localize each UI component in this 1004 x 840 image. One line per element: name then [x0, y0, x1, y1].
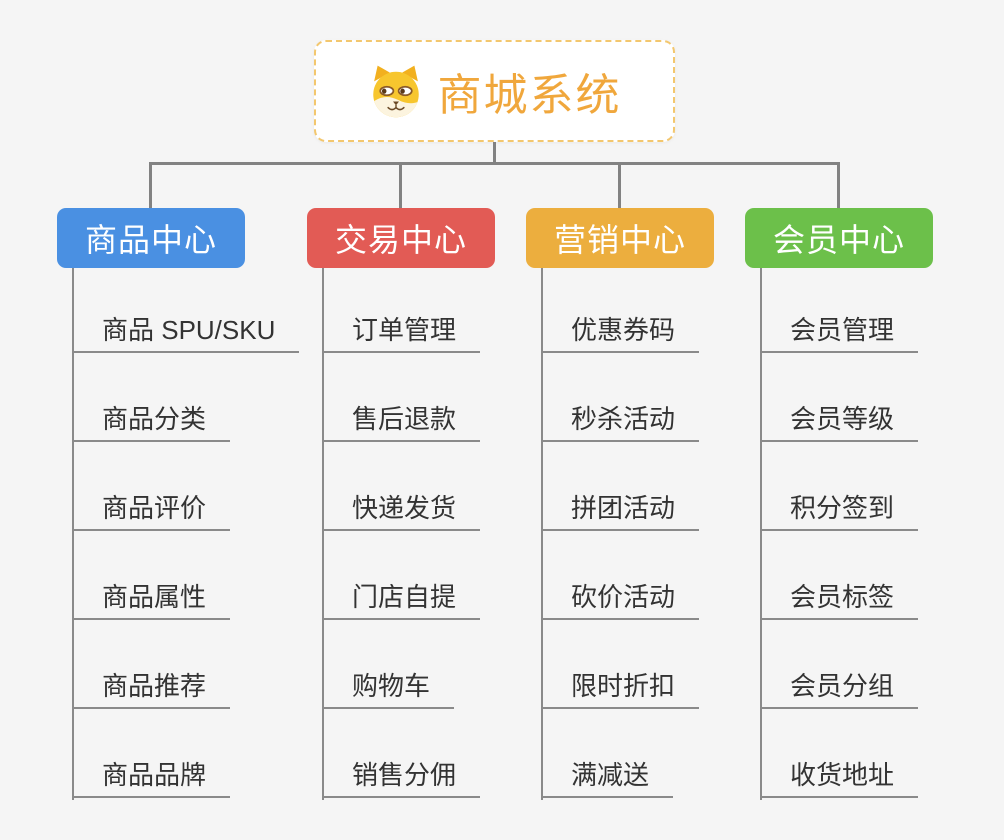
branch-header-trade-center[interactable]: 交易中心 [307, 208, 495, 268]
topic-item[interactable]: 订单管理 [322, 315, 481, 353]
topic-item[interactable]: 收货地址 [760, 760, 919, 798]
branch-trade-center: 交易中心 订单管理 售后退款 快递发货 门店自提 购物车 销售分佣 [307, 208, 557, 808]
branch-product-center: 商品中心 商品 SPU/SKU 商品分类 商品评价 商品属性 商品推荐 商品品牌 [57, 208, 307, 808]
topic-item[interactable]: 购物车 [322, 671, 455, 709]
topic-item[interactable]: 限时折扣 [541, 671, 700, 709]
topic-item[interactable]: 会员等级 [760, 404, 919, 442]
topic-item[interactable]: 会员标签 [760, 582, 919, 620]
topic-item[interactable]: 售后退款 [322, 404, 481, 442]
root-topic[interactable]: 商城系统 [314, 40, 675, 142]
branch-connector-line [541, 268, 543, 800]
topic-item[interactable]: 销售分佣 [322, 760, 481, 798]
connector-drop-member [837, 163, 840, 208]
topic-item[interactable]: 优惠券码 [541, 315, 700, 353]
branch-connector-line [322, 268, 324, 800]
connector-drop-trade [399, 163, 402, 208]
topic-item[interactable]: 秒杀活动 [541, 404, 700, 442]
topic-item[interactable]: 门店自提 [322, 582, 481, 620]
branch-connector-line [760, 268, 762, 800]
topic-item[interactable]: 商品品牌 [72, 760, 231, 798]
connector-root-drop [493, 142, 496, 165]
branch-header-member-center[interactable]: 会员中心 [745, 208, 933, 268]
branch-header-marketing-center[interactable]: 营销中心 [526, 208, 714, 268]
branch-member-center: 会员中心 会员管理 会员等级 积分签到 会员标签 会员分组 收货地址 [745, 208, 995, 808]
root-topic-title: 商城系统 [437, 71, 622, 120]
topic-item[interactable]: 会员分组 [760, 671, 919, 709]
branch-connector-line [72, 268, 74, 800]
topic-item[interactable]: 商品评价 [72, 493, 231, 531]
topic-item[interactable]: 商品分类 [72, 404, 231, 442]
topic-item[interactable]: 商品推荐 [72, 671, 231, 709]
topic-item[interactable]: 满减送 [541, 760, 674, 798]
topic-item[interactable]: 会员管理 [760, 315, 919, 353]
connector-rail [149, 162, 840, 165]
topic-item[interactable]: 快递发货 [322, 493, 481, 531]
topic-item[interactable]: 砍价活动 [541, 582, 700, 620]
dog-face-icon [372, 65, 419, 118]
topic-item[interactable]: 商品属性 [72, 582, 231, 620]
topic-item[interactable]: 积分签到 [760, 493, 919, 531]
topic-item[interactable]: 商品 SPU/SKU [72, 315, 300, 353]
branch-marketing-center: 营销中心 优惠券码 秒杀活动 拼团活动 砍价活动 限时折扣 满减送 [526, 208, 776, 808]
branch-header-product-center[interactable]: 商品中心 [57, 208, 245, 268]
topic-item[interactable]: 拼团活动 [541, 493, 700, 531]
connector-drop-product [149, 163, 152, 208]
connector-drop-marketing [618, 163, 621, 208]
